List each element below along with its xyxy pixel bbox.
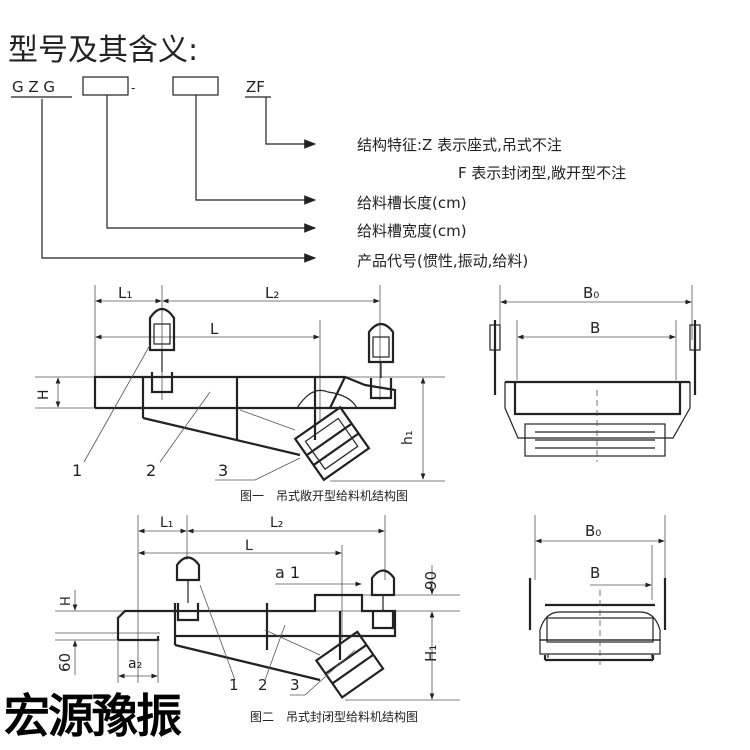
part-label-3: 3 — [218, 461, 228, 480]
dim-60: 60 — [56, 653, 74, 672]
figure2-front-view: L₁ L₂ L a 1 90 — [55, 515, 460, 701]
dim-l: L — [245, 538, 253, 554]
dim-h1: h₁ — [400, 431, 416, 446]
part-label-1: 1 — [229, 676, 239, 694]
figure1-front-view: L₁ L₂ L H — [35, 284, 445, 482]
dim-h: H — [59, 596, 74, 606]
dim-l1: L₁ — [160, 515, 173, 531]
part-label-3: 3 — [290, 676, 300, 694]
dim-b0: B₀ — [585, 522, 601, 540]
length-box — [172, 76, 219, 96]
legend-structure: 结构特征:Z 表示座式,吊式不注 — [357, 136, 562, 154]
feeder-trough — [116, 593, 397, 640]
suspension-unit — [148, 307, 176, 394]
figure1-side-view: B₀ B — [489, 284, 701, 462]
figure1-caption: 图一 吊式敞开型给料机结构图 — [240, 488, 408, 503]
vibrator-motor — [293, 405, 371, 482]
part-label-2: 2 — [146, 461, 156, 480]
model-suffix: ZF — [246, 78, 265, 96]
dim-b: B — [590, 319, 600, 337]
dim-a1: a 1 — [275, 563, 300, 582]
suspension-unit — [175, 556, 201, 622]
dim-b0: B₀ — [583, 284, 599, 302]
figure2-caption: 图二 吊式封闭型给料机结构图 — [250, 709, 418, 724]
dim-h1: H₁ — [422, 645, 440, 662]
model-prefix: G Z G — [12, 78, 55, 96]
dim-l2: L₂ — [265, 284, 279, 302]
dim-l2: L₂ — [270, 515, 283, 531]
width-box — [82, 76, 129, 96]
model-code: G Z G - ZF — [11, 76, 271, 98]
legend-width: 给料槽宽度(cm) — [357, 222, 467, 240]
dim-l1: L₁ — [118, 284, 132, 302]
dim-b: B — [590, 564, 600, 582]
legend-product-code: 产品代号(惯性,振动,给料) — [357, 252, 528, 270]
feeder-trough — [93, 375, 397, 410]
vibrator-motor — [314, 630, 385, 699]
model-dash: - — [131, 81, 135, 95]
dim-l: L — [210, 320, 219, 338]
legend-structure-f: F 表示封闭型,敞开型不注 — [458, 164, 626, 182]
dim-h: H — [36, 389, 52, 400]
suspension-unit — [367, 322, 395, 400]
dim-a2: a₂ — [128, 656, 142, 672]
figure2-side-view: B₀ B — [528, 515, 667, 665]
leader-lines — [41, 95, 317, 263]
dim-90: 90 — [422, 571, 440, 590]
legend-length: 给料槽长度(cm) — [357, 194, 467, 212]
part-label-1: 1 — [72, 461, 82, 480]
watermark: 宏源豫振 — [0, 683, 219, 750]
part-label-2: 2 — [258, 676, 268, 694]
suspension-unit — [370, 569, 396, 630]
page-title: 型号及其含义: — [8, 33, 198, 68]
